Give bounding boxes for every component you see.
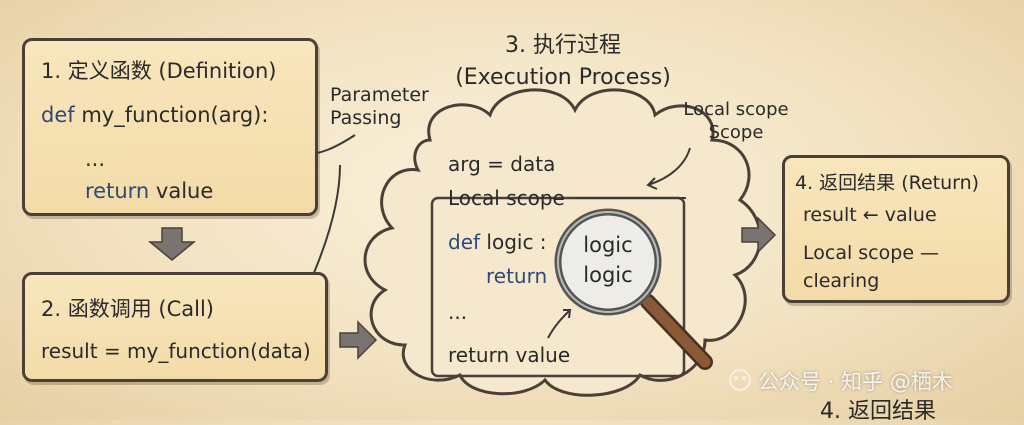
magnifier-line1: logic	[583, 233, 633, 257]
local-scope-frame	[430, 196, 686, 378]
return-line3: clearing	[803, 270, 880, 292]
definition-ellipsis: ...	[85, 147, 106, 171]
logic-return-keyword: return	[486, 264, 548, 288]
magnifier-text: logic logic	[568, 230, 648, 290]
function-signature: my_function(arg):	[74, 103, 269, 127]
execution-title-line2: (Execution Process)	[455, 65, 671, 90]
cloud-return-line: return value	[448, 343, 571, 367]
scope-label-line2: Scope	[708, 122, 764, 143]
logic-def: def logic :	[448, 230, 547, 254]
bottom-caption: 4. 返回结果	[820, 399, 936, 424]
cloud-ellipsis: ...	[448, 300, 468, 324]
return-title: 4. 返回结果 (Return)	[795, 172, 980, 194]
logic-signature: logic :	[480, 230, 547, 254]
execution-title-line1: 3. 执行过程	[505, 33, 621, 58]
return-value: value	[149, 179, 214, 203]
local-scope-annotation: Local scope Scope	[676, 98, 796, 144]
return-line1: result ← value	[803, 204, 937, 226]
magnifier-icon	[554, 208, 713, 370]
wechat-icon	[729, 369, 751, 391]
call-title: 2. 函数调用 (Call)	[41, 297, 214, 321]
definition-return: return value	[85, 179, 213, 203]
return-line2: Local scope —	[803, 242, 940, 264]
magnifier-line2: logic	[583, 263, 633, 287]
watermark: 公众号 · 知乎 @栖木	[758, 370, 953, 394]
definition-title: 1. 定义函数 (Definition)	[41, 59, 277, 83]
parameter-passing-label: Parameter Passing	[330, 84, 429, 130]
execution-title: 3. 执行过程 (Execution Process)	[448, 30, 678, 94]
call-code: result = my_function(data)	[41, 339, 311, 363]
definition-signature: def my_function(arg):	[41, 103, 268, 127]
scope-label-line1: Local scope	[683, 99, 789, 120]
parameter-label-line2: Passing	[330, 107, 402, 129]
return-keyword: return	[85, 179, 150, 203]
parameter-label-line1: Parameter	[330, 84, 429, 106]
arg-assign: arg = data	[448, 152, 556, 176]
return-box: 4. 返回结果 (Return) result ← value Local sc…	[782, 155, 1010, 303]
logic-def-keyword: def	[448, 230, 481, 254]
definition-box: 1. 定义函数 (Definition) def my_function(arg…	[22, 38, 318, 216]
call-box: 2. 函数调用 (Call) result = my_function(data…	[22, 272, 328, 382]
def-keyword: def	[41, 103, 75, 127]
local-scope-text: Local scope	[448, 186, 565, 210]
